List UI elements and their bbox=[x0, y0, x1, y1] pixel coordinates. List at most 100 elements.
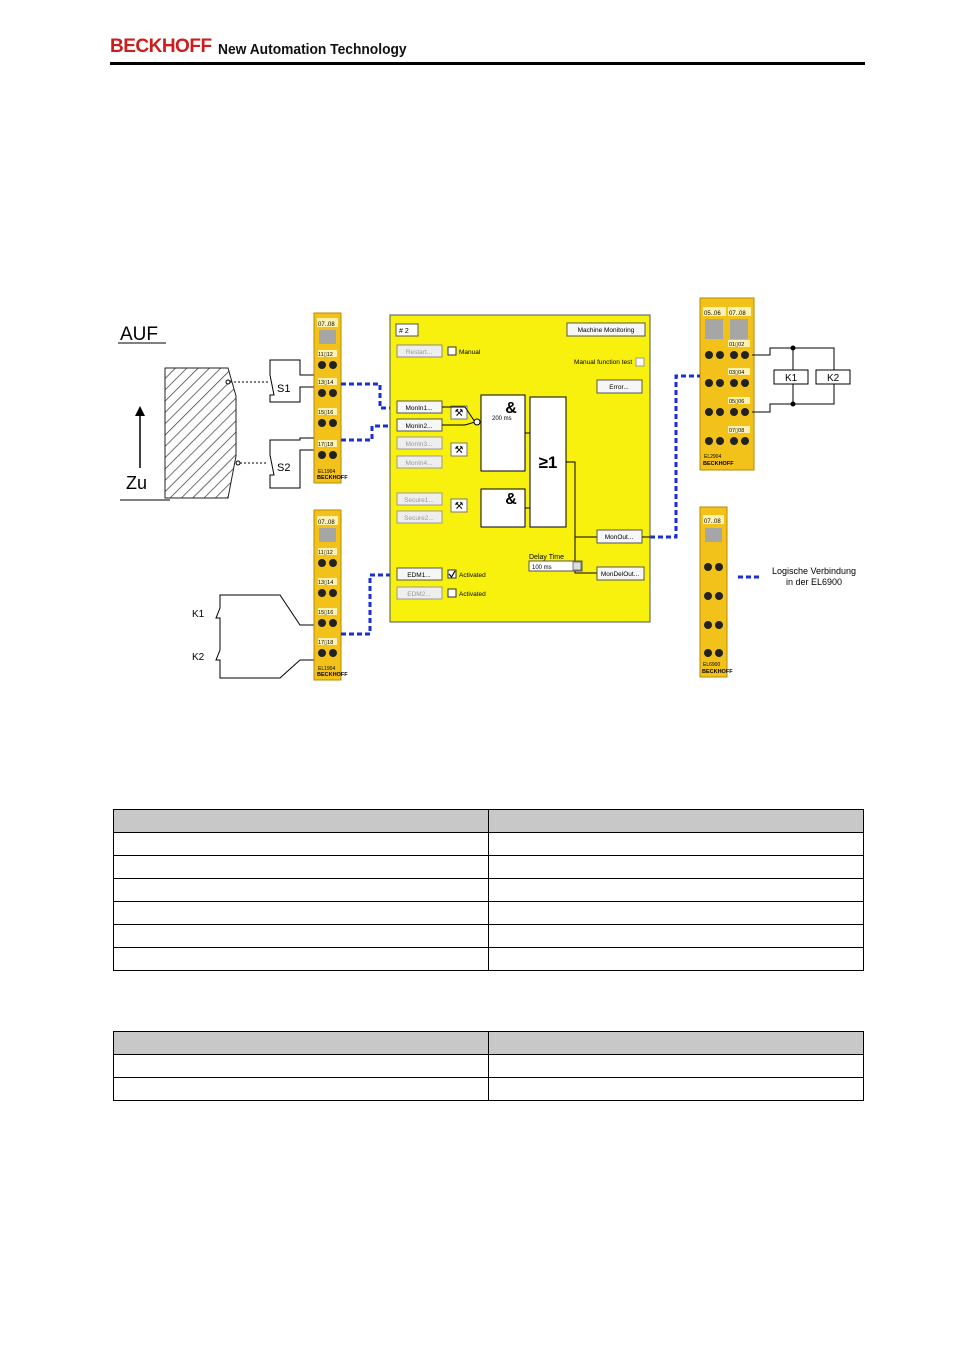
table-cell bbox=[488, 924, 864, 948]
door-open-label: AUF bbox=[120, 324, 158, 345]
table-cell bbox=[488, 901, 864, 925]
secure1-label: Secure1... bbox=[404, 497, 434, 504]
terminal-row: 03▯04 bbox=[729, 370, 744, 376]
terminal-left-top: 07..08 11▯12 13▯14 15▯16 17▯18 EL1904 BE… bbox=[313, 312, 348, 484]
table-cell bbox=[113, 901, 489, 925]
delay-time-select[interactable] bbox=[528, 560, 583, 572]
fb-number: # 2 bbox=[399, 328, 409, 335]
terminal-model: EL2904 bbox=[704, 454, 721, 460]
table-cell bbox=[488, 855, 864, 879]
terminal-model: EL6900 bbox=[703, 662, 720, 668]
activated-2-label: Activated bbox=[459, 591, 486, 598]
relay-wiring bbox=[752, 345, 851, 413]
table-row bbox=[113, 832, 864, 856]
terminal-row: 01▯02 bbox=[729, 342, 744, 348]
switch-s1-label: S1 bbox=[277, 383, 290, 395]
manual-test-checkbox[interactable] bbox=[635, 357, 645, 367]
terminal-header: 07..08 bbox=[318, 520, 335, 526]
relay-k2-label: K2 bbox=[827, 373, 840, 384]
table-cell bbox=[113, 878, 489, 902]
terminal-row: 05▯06 bbox=[729, 399, 744, 405]
table-header-cell bbox=[113, 1031, 489, 1055]
wrench-icon[interactable] bbox=[450, 442, 468, 457]
activated-1-checkbox[interactable] bbox=[447, 569, 457, 579]
table-cell bbox=[113, 832, 489, 856]
manual-test-label: Manual function test bbox=[574, 359, 632, 366]
table-cell bbox=[113, 1077, 489, 1101]
fb-function-label: Machine Monitoring bbox=[578, 327, 635, 334]
delay-time-value: 100 ms bbox=[532, 565, 552, 571]
terminal-row: 17▯18 bbox=[318, 442, 333, 448]
monin4-button[interactable] bbox=[396, 455, 443, 469]
terminal-right-bottom: 07..08 EL6900 BECKHOFF bbox=[699, 506, 733, 678]
terminal-brand: BECKHOFF bbox=[702, 669, 733, 675]
error-label: Error... bbox=[609, 384, 629, 391]
monin3-button[interactable] bbox=[396, 436, 443, 450]
terminal-right-top: 05..06 07..08 01▯02 03▯04 05▯06 07▯08 EL… bbox=[699, 297, 755, 471]
svg-text:⚒: ⚒ bbox=[455, 445, 464, 456]
table-cell bbox=[488, 832, 864, 856]
mondelout-button[interactable] bbox=[596, 566, 645, 581]
beckhoff-logo: BECKHOFF bbox=[110, 36, 212, 57]
secure1-button[interactable] bbox=[396, 492, 443, 506]
table-row bbox=[113, 1077, 864, 1101]
edm1-label: EDM1... bbox=[407, 572, 431, 579]
contact-k2-label: K2 bbox=[192, 652, 205, 663]
table-row bbox=[113, 924, 864, 948]
relay-k1-label: K1 bbox=[785, 373, 798, 384]
restart-label: Restart... bbox=[406, 349, 433, 356]
terminal-model: EL1904 bbox=[318, 469, 335, 475]
edm2-button[interactable] bbox=[396, 586, 443, 600]
terminal-row: 13▯14 bbox=[318, 380, 333, 386]
restart-button[interactable] bbox=[396, 344, 443, 358]
signal-table-1 bbox=[113, 809, 864, 971]
edm1-button[interactable] bbox=[396, 567, 443, 581]
table-cell bbox=[113, 924, 489, 948]
contact-k1-label: K1 bbox=[192, 609, 205, 620]
manual-checkbox[interactable] bbox=[447, 346, 457, 356]
wrench-icon[interactable] bbox=[450, 405, 468, 420]
switch-s2 bbox=[235, 437, 316, 489]
terminal-header: 07..08 bbox=[318, 322, 335, 328]
monin2-label: MonIn2... bbox=[405, 423, 432, 430]
function-block-panel: # 2 Machine Monitoring Restart... Manual… bbox=[389, 314, 651, 623]
table-header-cell bbox=[488, 1031, 864, 1055]
legend-line-2: in der EL6900 bbox=[786, 577, 842, 587]
terminal-row: 15▯16 bbox=[318, 610, 333, 616]
table-cell bbox=[113, 1054, 489, 1078]
error-button[interactable] bbox=[596, 379, 643, 394]
edm2-label: EDM2... bbox=[407, 591, 431, 598]
monout-label: MonOut... bbox=[605, 534, 634, 541]
terminal-left-bottom: 07..08 11▯12 13▯14 15▯16 17▯18 EL1904 BE… bbox=[313, 509, 348, 681]
logical-connections bbox=[341, 374, 700, 636]
table-row bbox=[113, 901, 864, 925]
table-header-cell bbox=[488, 809, 864, 833]
table-row bbox=[113, 878, 864, 902]
terminal-row: 17▯18 bbox=[318, 640, 333, 646]
legend-line-1: Logische Verbindung bbox=[772, 566, 856, 576]
activated-2-checkbox[interactable] bbox=[447, 588, 457, 598]
monin1-label: MonIn1... bbox=[405, 405, 432, 412]
header-rule bbox=[110, 62, 865, 65]
and-symbol: & bbox=[505, 400, 517, 417]
secure2-button[interactable] bbox=[396, 510, 443, 524]
header-brand: BECKHOFF New Automation Technology bbox=[110, 32, 423, 58]
terminal-header: 07..08 bbox=[704, 519, 721, 525]
wiring-diagram: AUF Zu S1 S2 K1 K2 07..08 11▯12 13▯14 15… bbox=[118, 297, 856, 681]
table-header-row bbox=[113, 809, 864, 833]
activated-1-label: Activated bbox=[459, 572, 486, 579]
table-cell bbox=[488, 878, 864, 902]
brand-tagline: New Automation Technology bbox=[217, 41, 407, 58]
terminal-header: 05..06 bbox=[704, 311, 721, 317]
table-header-row bbox=[113, 1031, 864, 1055]
switch-s1 bbox=[225, 359, 316, 403]
chevron-down-icon[interactable] bbox=[572, 561, 582, 571]
table-row bbox=[113, 1054, 864, 1078]
wrench-icon[interactable] bbox=[450, 498, 468, 513]
or-symbol: ≥1 bbox=[539, 453, 558, 472]
terminal-row: 11▯12 bbox=[318, 550, 333, 556]
svg-text:⚒: ⚒ bbox=[455, 408, 464, 419]
terminal-row: 11▯12 bbox=[318, 352, 333, 358]
table-cell bbox=[488, 1077, 864, 1101]
terminal-header: 07..08 bbox=[729, 311, 746, 317]
